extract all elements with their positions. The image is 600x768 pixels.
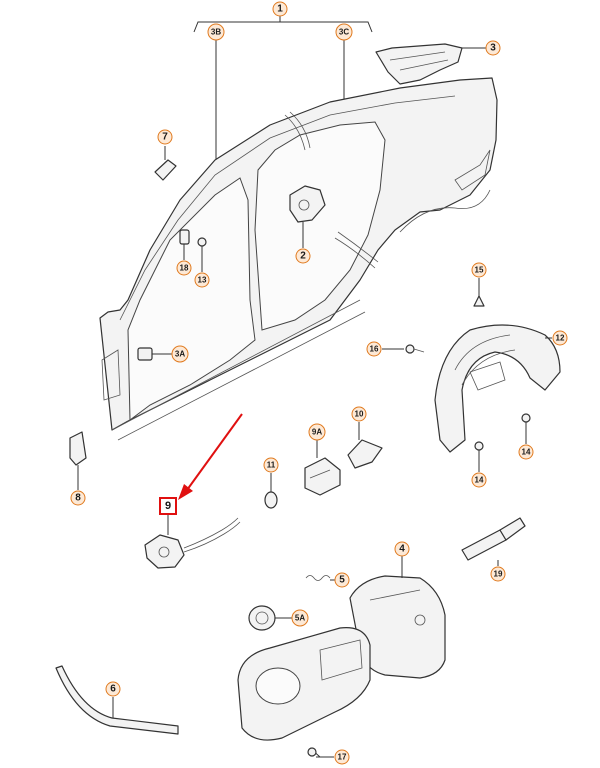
grommet-part-11 <box>264 473 278 509</box>
svg-text:9A: 9A <box>312 428 322 437</box>
svg-text:18: 18 <box>180 264 189 273</box>
reinforcement-part-2 <box>289 185 326 248</box>
svg-text:12: 12 <box>556 334 565 343</box>
callout-15: 15 <box>471 262 487 278</box>
screw-part-14-right <box>521 413 531 444</box>
spring-part-5 <box>305 575 335 581</box>
callout-6: 6 <box>105 681 121 697</box>
callout-3A: 3A <box>171 345 189 363</box>
actuator-part-9 <box>144 514 241 569</box>
svg-text:9: 9 <box>165 500 171 512</box>
callout-5A: 5A <box>291 609 309 627</box>
strut-part-19 <box>461 517 526 566</box>
callout-1: 1 <box>272 1 288 17</box>
callout-18: 18 <box>176 260 192 276</box>
actuator-part-9A <box>304 440 341 496</box>
svg-text:5: 5 <box>339 575 345 586</box>
callout-3: 3 <box>485 40 501 56</box>
svg-text:6: 6 <box>110 684 116 695</box>
svg-text:2: 2 <box>300 251 306 262</box>
fuel-flap-part-4 <box>349 556 446 679</box>
svg-text:14: 14 <box>475 476 484 485</box>
screw-part-16 <box>382 344 425 354</box>
rear-bracket-part <box>375 43 486 85</box>
grommet-part-5A <box>248 605 292 631</box>
callout-11: 11 <box>263 457 279 473</box>
callout-19: 19 <box>490 566 506 582</box>
clip-part-7 <box>154 146 177 181</box>
callout-12: 12 <box>552 330 568 346</box>
svg-text:5A: 5A <box>295 614 305 623</box>
screw-part-14-lower <box>474 441 484 472</box>
svg-text:19: 19 <box>494 570 503 579</box>
svg-text:14: 14 <box>522 448 531 457</box>
screw-part-13 <box>197 237 207 272</box>
drain-hose-part-6 <box>55 665 179 735</box>
clip-part-3A <box>137 347 172 361</box>
svg-text:15: 15 <box>475 266 484 275</box>
svg-text:3A: 3A <box>175 350 185 359</box>
callout-8: 8 <box>70 490 86 506</box>
plug-part-18 <box>179 229 190 260</box>
highlight-arrow <box>178 413 243 500</box>
svg-text:17: 17 <box>338 753 347 762</box>
svg-text:3: 3 <box>490 43 496 54</box>
callout-9A: 9A <box>308 423 326 441</box>
screw-part-17 <box>307 747 334 758</box>
svg-text:10: 10 <box>355 410 364 419</box>
svg-text:3C: 3C <box>339 28 349 37</box>
callout-4: 4 <box>394 541 410 557</box>
callout-3B: 3B <box>207 23 225 41</box>
svg-text:4: 4 <box>399 544 405 555</box>
bracket-part-10 <box>347 422 383 469</box>
callout-10: 10 <box>351 406 367 422</box>
callout-7: 7 <box>157 129 173 145</box>
svg-text:1: 1 <box>277 4 283 15</box>
callout-17: 17 <box>334 749 350 765</box>
svg-text:7: 7 <box>162 132 168 143</box>
bracket-part-8 <box>69 431 87 490</box>
callout-3C: 3C <box>335 23 353 41</box>
assembly-bracket <box>193 14 373 160</box>
callout-2: 2 <box>295 248 311 264</box>
callout-14-lower: 14 <box>471 472 487 488</box>
svg-text:11: 11 <box>267 461 276 470</box>
callout-14-right: 14 <box>518 444 534 460</box>
callout-13: 13 <box>194 272 210 288</box>
svg-text:16: 16 <box>370 345 379 354</box>
svg-text:8: 8 <box>75 493 81 504</box>
clip-part-15 <box>473 278 485 307</box>
svg-text:3B: 3B <box>211 28 221 37</box>
filler-housing-part <box>237 627 371 758</box>
callout-5: 5 <box>334 572 350 588</box>
callout-16: 16 <box>366 341 382 357</box>
svg-text:13: 13 <box>198 276 207 285</box>
callout-9-highlighted: 9 <box>159 497 177 515</box>
wheel-liner-part-12 <box>434 324 561 453</box>
